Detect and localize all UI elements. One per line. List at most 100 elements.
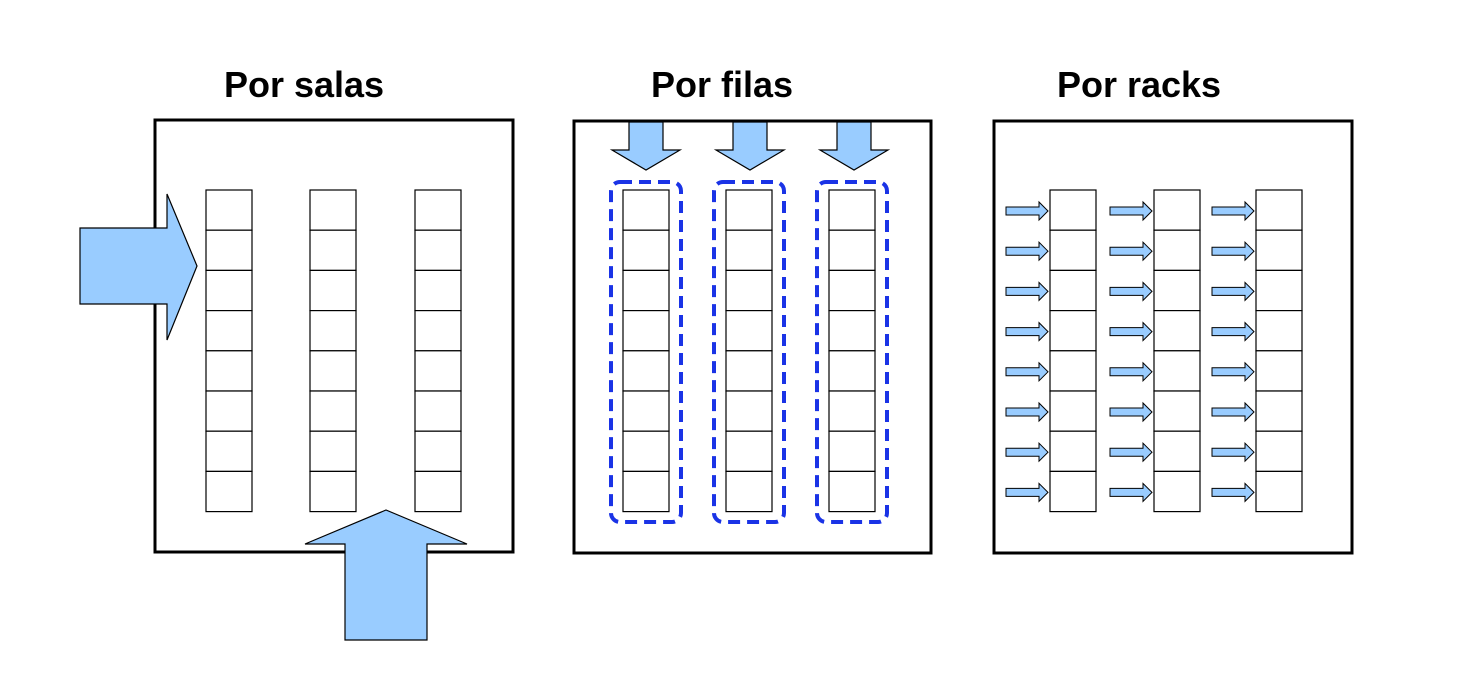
rack-airflow-arrow-icon-c3-1 <box>1211 200 1255 222</box>
panel-title-por-racks: Por racks <box>1056 64 1222 105</box>
rack-filas-col3-3 <box>828 269 876 312</box>
rack-salas-col3-2 <box>414 229 462 271</box>
rack-salas-col2-7 <box>309 430 357 473</box>
room-box-salas <box>153 118 515 554</box>
rack-salas-col3-6 <box>414 390 462 432</box>
rack-filas-col3-7 <box>828 430 876 473</box>
rack-salas-col3-5 <box>414 350 462 392</box>
rack-salas-col2-5 <box>309 350 357 392</box>
rack-racks-col1-7 <box>1049 430 1097 473</box>
containment-row-3 <box>815 180 889 524</box>
airflow-arrow-down-icon-3 <box>817 121 891 171</box>
rack-racks-col3-4 <box>1255 310 1303 352</box>
rack-filas-col3-5 <box>828 350 876 392</box>
rack-airflow-arrow-icon-c2-1 <box>1109 200 1153 222</box>
rack-airflow-arrow-icon-c2-6 <box>1109 401 1153 423</box>
airflow-arrow-right-icon <box>79 193 198 341</box>
containment-row-2 <box>712 180 786 524</box>
rack-racks-col1-2 <box>1049 229 1097 271</box>
rack-filas-col3-1 <box>828 189 876 231</box>
rack-filas-col3-8 <box>828 470 876 513</box>
panel-title-por-filas: Por filas <box>650 64 794 105</box>
rack-salas-col1-7 <box>205 430 253 473</box>
rack-racks-col3-1 <box>1255 189 1303 231</box>
rack-filas-col3-2 <box>828 229 876 271</box>
rack-filas-col1-2 <box>622 229 670 271</box>
rack-filas-col1-4 <box>622 310 670 352</box>
rack-filas-col3-4 <box>828 310 876 352</box>
rack-racks-col1-1 <box>1049 189 1097 231</box>
rack-airflow-arrow-icon-c1-2 <box>1005 240 1049 262</box>
rack-salas-col3-4 <box>414 310 462 352</box>
rack-racks-col2-2 <box>1153 229 1201 271</box>
rack-racks-col3-2 <box>1255 229 1303 271</box>
airflow-arrow-up-icon <box>304 509 468 641</box>
rack-filas-col2-2 <box>725 229 773 271</box>
rack-racks-col1-8 <box>1049 470 1097 513</box>
rack-racks-col1-5 <box>1049 350 1097 392</box>
rack-airflow-arrow-icon-c1-8 <box>1005 482 1049 503</box>
rack-airflow-arrow-icon-c1-4 <box>1005 321 1049 342</box>
rack-filas-col2-6 <box>725 390 773 432</box>
rack-salas-col2-8 <box>309 470 357 513</box>
rack-salas-col1-3 <box>205 269 253 312</box>
rack-airflow-arrow-icon-c3-2 <box>1211 240 1255 262</box>
rack-racks-col3-7 <box>1255 430 1303 473</box>
rack-airflow-arrow-icon-c3-8 <box>1211 482 1255 503</box>
rack-airflow-arrow-icon-c2-5 <box>1109 361 1153 383</box>
rack-filas-col1-7 <box>622 430 670 473</box>
rack-filas-col1-5 <box>622 350 670 392</box>
rack-airflow-arrow-icon-c3-7 <box>1211 441 1255 463</box>
rack-racks-col3-3 <box>1255 269 1303 312</box>
rack-racks-col2-5 <box>1153 350 1201 392</box>
rack-salas-col1-5 <box>205 350 253 392</box>
rack-airflow-arrow-icon-c3-3 <box>1211 281 1255 302</box>
containment-row-1 <box>609 180 683 524</box>
rack-salas-col3-8 <box>414 470 462 513</box>
rack-salas-col2-3 <box>309 269 357 312</box>
rack-racks-col2-7 <box>1153 430 1201 473</box>
rack-airflow-arrow-icon-c2-2 <box>1109 240 1153 262</box>
panel-title-por-salas: Por salas <box>223 64 385 105</box>
rack-airflow-arrow-icon-c1-3 <box>1005 281 1049 302</box>
rack-racks-col2-4 <box>1153 310 1201 352</box>
rack-salas-col3-7 <box>414 430 462 473</box>
rack-salas-col2-6 <box>309 390 357 432</box>
rack-racks-col2-1 <box>1153 189 1201 231</box>
rack-filas-col2-8 <box>725 470 773 513</box>
rack-airflow-arrow-icon-c3-6 <box>1211 401 1255 423</box>
room-box-filas <box>572 119 933 555</box>
rack-airflow-arrow-icon-c2-3 <box>1109 281 1153 302</box>
airflow-arrow-down-icon-2 <box>713 121 787 171</box>
rack-airflow-arrow-icon-c1-7 <box>1005 441 1049 463</box>
rack-filas-col3-6 <box>828 390 876 432</box>
rack-filas-col1-6 <box>622 390 670 432</box>
rack-airflow-arrow-icon-c1-6 <box>1005 401 1049 423</box>
rack-racks-col3-5 <box>1255 350 1303 392</box>
rack-filas-col2-1 <box>725 189 773 231</box>
rack-racks-col1-6 <box>1049 390 1097 432</box>
rack-salas-col2-2 <box>309 229 357 271</box>
rack-airflow-arrow-icon-c3-5 <box>1211 361 1255 383</box>
rack-racks-col2-8 <box>1153 470 1201 513</box>
rack-salas-col1-1 <box>205 189 253 231</box>
rack-filas-col2-7 <box>725 430 773 473</box>
rack-salas-col2-4 <box>309 310 357 352</box>
rack-filas-col2-3 <box>725 269 773 312</box>
rack-salas-col2-1 <box>309 189 357 231</box>
room-box-racks <box>992 119 1354 555</box>
rack-racks-col3-6 <box>1255 390 1303 432</box>
rack-salas-col1-4 <box>205 310 253 352</box>
rack-airflow-arrow-icon-c2-4 <box>1109 321 1153 342</box>
rack-filas-col1-8 <box>622 470 670 513</box>
rack-salas-col1-6 <box>205 390 253 432</box>
rack-racks-col2-6 <box>1153 390 1201 432</box>
rack-airflow-arrow-icon-c1-5 <box>1005 361 1049 383</box>
rack-filas-col2-4 <box>725 310 773 352</box>
rack-filas-col1-3 <box>622 269 670 312</box>
airflow-arrow-down-icon-1 <box>609 121 683 171</box>
rack-racks-col1-3 <box>1049 269 1097 312</box>
rack-salas-col1-2 <box>205 229 253 271</box>
rack-salas-col1-8 <box>205 470 253 513</box>
rack-airflow-arrow-icon-c2-8 <box>1109 482 1153 503</box>
